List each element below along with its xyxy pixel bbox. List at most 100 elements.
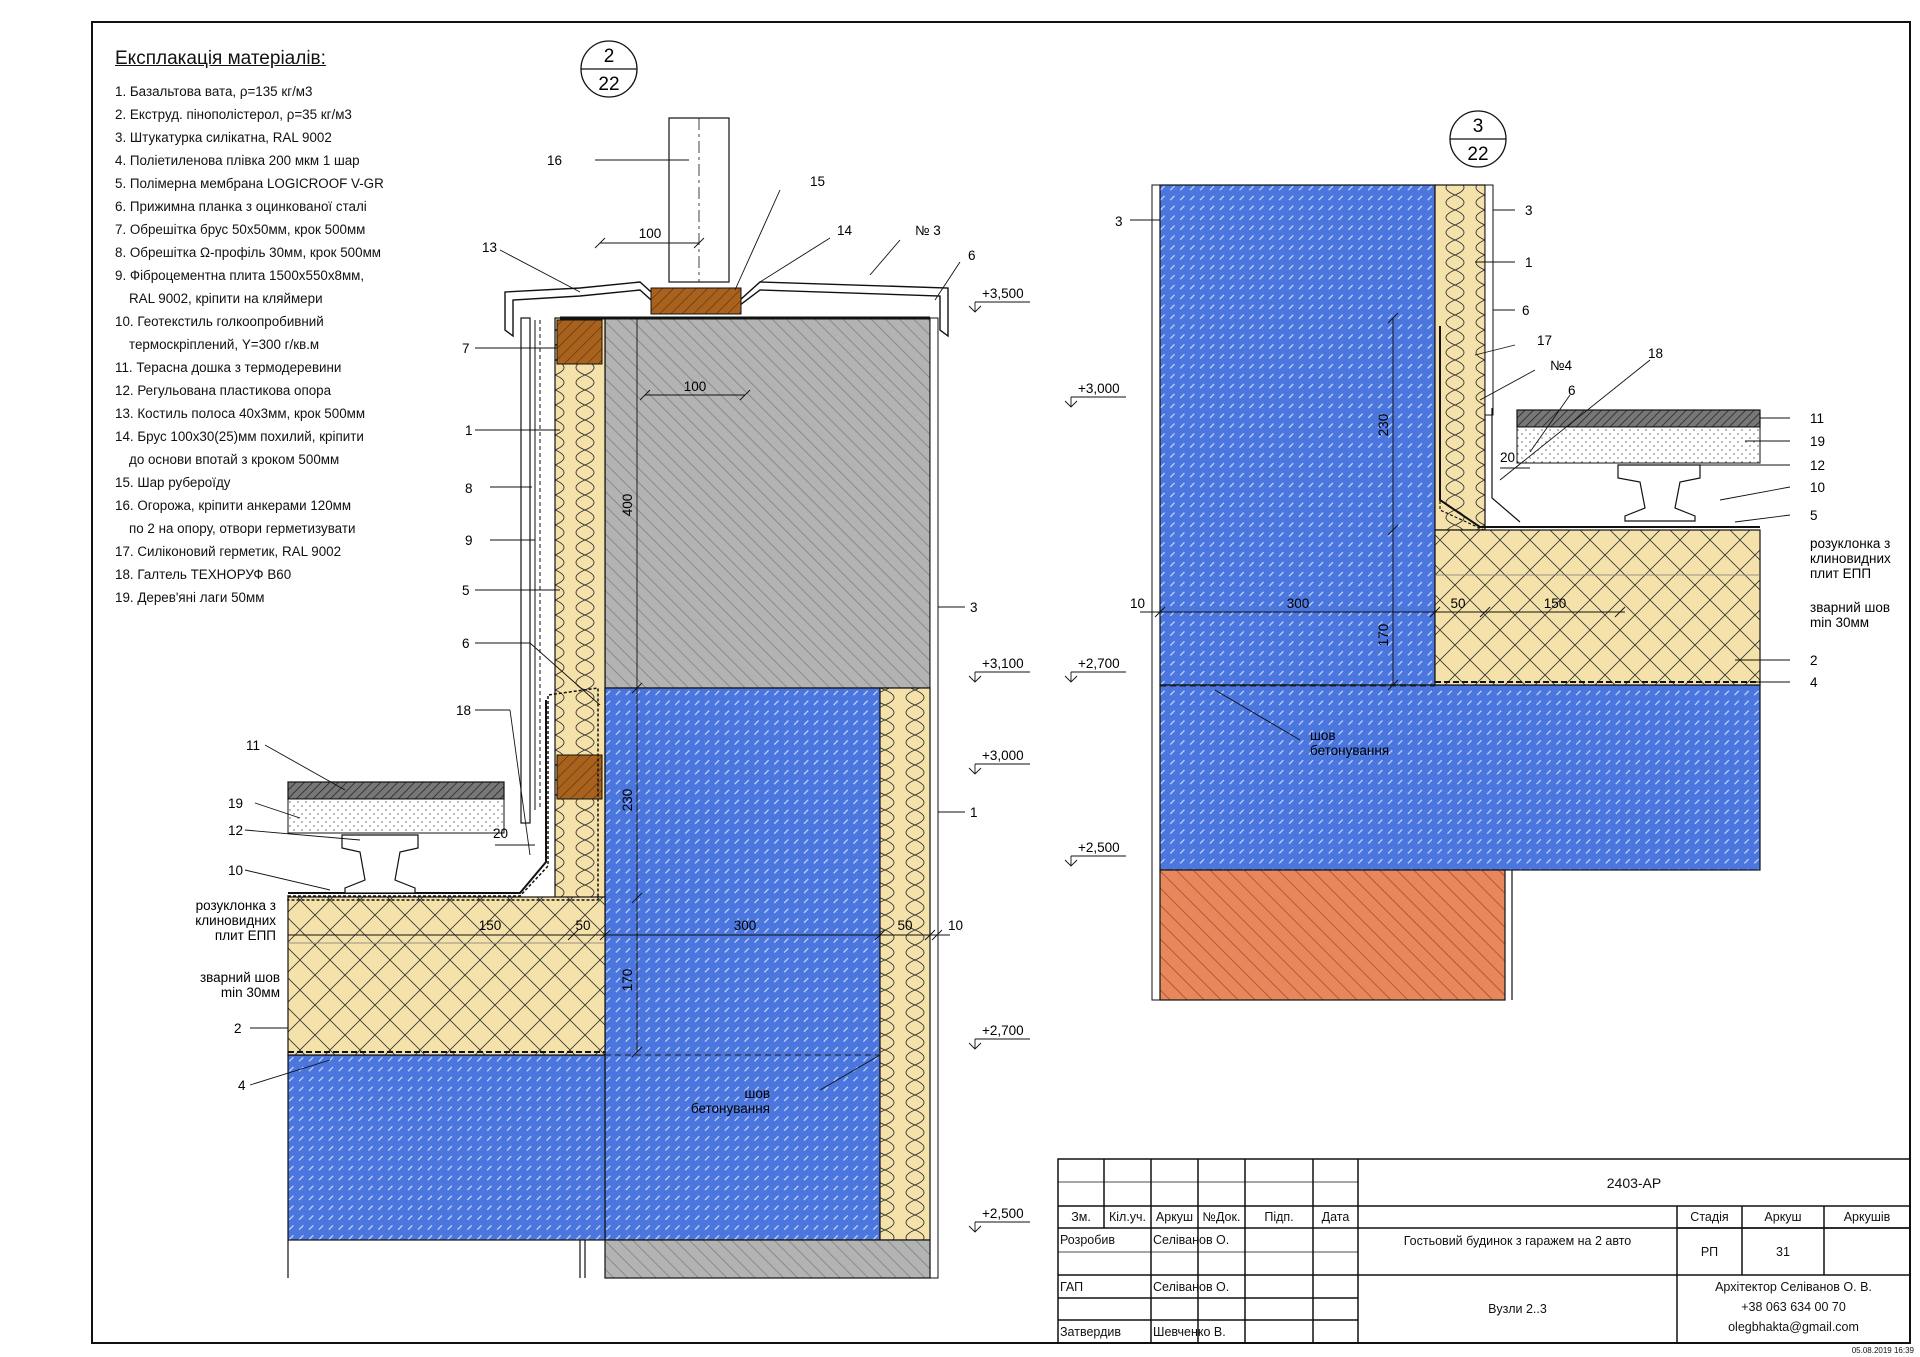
xps-insulation	[287, 896, 606, 1056]
detail-2-dimensions: 100 100 400 230 170 150 50 300 50 10 20	[479, 226, 963, 991]
dimension-label: 300	[734, 918, 757, 933]
detail-2-callouts: 16 15 14 № 3 6 13 7 1 8 9 5 6 18 11 19 1…	[228, 153, 978, 1093]
concrete-slab	[287, 1054, 606, 1241]
callout-label: 10	[1810, 480, 1825, 495]
legend-item: термоскріплений, Y=300 г/кв.м	[129, 337, 320, 352]
legend-item: 11. Терасна дошка з термодеревини	[115, 360, 342, 375]
role-label: ГАП	[1060, 1279, 1084, 1294]
detail-3-callouts: 3 3 1 6 17 №4 6 18 11 19 12 10 5 2 4	[1115, 203, 1825, 690]
note-line: плит ЕПП	[215, 928, 276, 943]
legend-title: Експлакація матеріалів:	[115, 48, 326, 69]
callout-label: 1	[465, 423, 473, 438]
project-code: 2403-АР	[1606, 1174, 1662, 1191]
callout-label: 19	[228, 796, 243, 811]
timber-batten-top	[556, 319, 603, 365]
dimension-label: 300	[1287, 596, 1310, 611]
print-timestamp: 05.08.2019 16:39	[1851, 1346, 1914, 1355]
callout-label: 16	[547, 153, 562, 168]
legend-item: до основи впотай з кроком 500мм	[129, 452, 340, 467]
note-weld-text: зварний шов	[200, 970, 280, 985]
legend-item: 9. Фіброцементна плита 1500х550х8мм,	[115, 268, 365, 283]
lower-wall-masonry	[604, 1239, 931, 1279]
col-head: Дата	[1321, 1210, 1350, 1224]
wooden-joist	[287, 798, 505, 834]
col-head: Підп.	[1264, 1210, 1294, 1224]
note-line: плит ЕПП	[1810, 566, 1871, 581]
level-marker-symbol	[968, 301, 1030, 313]
dimension-label: 400	[620, 494, 635, 517]
level-mark: +2,700	[982, 1023, 1024, 1038]
dimension-label: 230	[620, 789, 635, 812]
legend-item: 17. Силіконовий герметик, RAL 9002	[115, 544, 342, 559]
detail-3-mark: 3 22	[1449, 110, 1507, 168]
col-head: №Док.	[1202, 1210, 1241, 1224]
callout-label: 5	[1810, 508, 1818, 523]
note-slope: розуклонка з	[196, 898, 276, 913]
legend-item: 13. Костиль полоса 40х3мм, крок 500мм	[115, 406, 366, 421]
project-name: Гостьовий будинок з гаражем на 2 авто	[1403, 1233, 1632, 1248]
stage-label: Стадія	[1690, 1210, 1729, 1224]
brick-wall	[1159, 869, 1506, 1001]
callout-label: 13	[482, 240, 497, 255]
level-mark: +3,500	[982, 286, 1024, 301]
role-label: Затвердив	[1060, 1324, 1121, 1339]
detail-3-mark-top: 3	[1473, 116, 1484, 137]
detail-3-mark-bottom: 22	[1467, 144, 1488, 165]
callout-label: 12	[228, 823, 243, 838]
callout-label: 8	[465, 481, 473, 496]
detail-2-mark-top: 2	[604, 46, 615, 67]
concrete-slab	[1159, 684, 1761, 871]
legend-item: 1. Базальтова вата, ρ=135 кг/м3	[115, 84, 313, 99]
level-mark: +2,700	[1078, 656, 1120, 671]
dimension-label: 170	[620, 969, 635, 992]
legend-item: 7. Обрешітка брус 50х50мм, крок 500мм	[115, 222, 366, 237]
role-label: Розробив	[1060, 1232, 1116, 1247]
wall-insulation	[1434, 184, 1486, 531]
legend-item: 15. Шар рубероїду	[115, 475, 231, 490]
note-line: min 30мм	[1810, 615, 1869, 630]
dimension-label: 150	[479, 918, 502, 933]
level-mark: +3,000	[982, 748, 1024, 763]
note-weld-text: зварний шов	[1810, 600, 1890, 615]
callout-label: 1	[1525, 255, 1533, 270]
xps-insulation	[1434, 529, 1761, 686]
architect-email: olegbhakta@gmail.com	[1728, 1320, 1859, 1334]
legend-item: 8. Обрешітка Ω-профіль 30мм, крок 500мм	[115, 245, 381, 260]
callout-label: 2	[234, 1021, 242, 1036]
callout-label: 14	[837, 223, 853, 238]
title-block: 2403-АР Зм. Кіл.уч. Аркуш №Док. Підп. Да…	[1058, 1159, 1910, 1343]
sheet-frame	[91, 21, 1911, 1344]
callout-label: 2	[1810, 653, 1818, 668]
person-name: Селіванов О.	[1153, 1279, 1230, 1294]
legend-item: 18. Галтель ТЕХНОРУФ В60	[115, 567, 292, 582]
legend-item: 16. Огорожа, кріпити анкерами 120мм	[115, 498, 352, 513]
callout-label: 6	[462, 636, 470, 651]
callout-label: 18	[456, 703, 471, 718]
note-line: клиновидних	[195, 913, 276, 928]
concrete-beam	[604, 687, 881, 1241]
sheet-label: Аркуш	[1764, 1210, 1802, 1224]
timber-batten-bottom	[556, 754, 603, 800]
dimension-label: 170	[1376, 624, 1391, 647]
legend-item: 5. Полімерна мембрана LOGICROOF V-GR	[115, 176, 384, 191]
note-line: min 30мм	[221, 985, 280, 1000]
note-joint-text: шов	[744, 1086, 770, 1101]
level-marker-symbol	[968, 671, 1030, 683]
legend-item: 10. Геотекстиль голкоопробивний	[115, 314, 324, 329]
legend-item: 12. Регульована пластикова опора	[115, 383, 332, 398]
sloped-timber-beam	[650, 287, 742, 315]
level-marker-symbol	[968, 763, 1030, 775]
dimension-label: 50	[1450, 596, 1465, 611]
callout-label: №4	[1550, 358, 1572, 373]
detail-3-levels: +3,000 +2,700 +2,500	[1078, 381, 1120, 855]
sheets-label: Аркушів	[1843, 1210, 1891, 1224]
col-head: Кіл.уч.	[1108, 1210, 1147, 1224]
level-mark: +2,500	[982, 1206, 1024, 1221]
legend-item: по 2 на опору, отвори герметизувати	[129, 521, 356, 536]
concrete-wall	[1159, 184, 1436, 686]
sheet-value: 31	[1776, 1244, 1790, 1259]
